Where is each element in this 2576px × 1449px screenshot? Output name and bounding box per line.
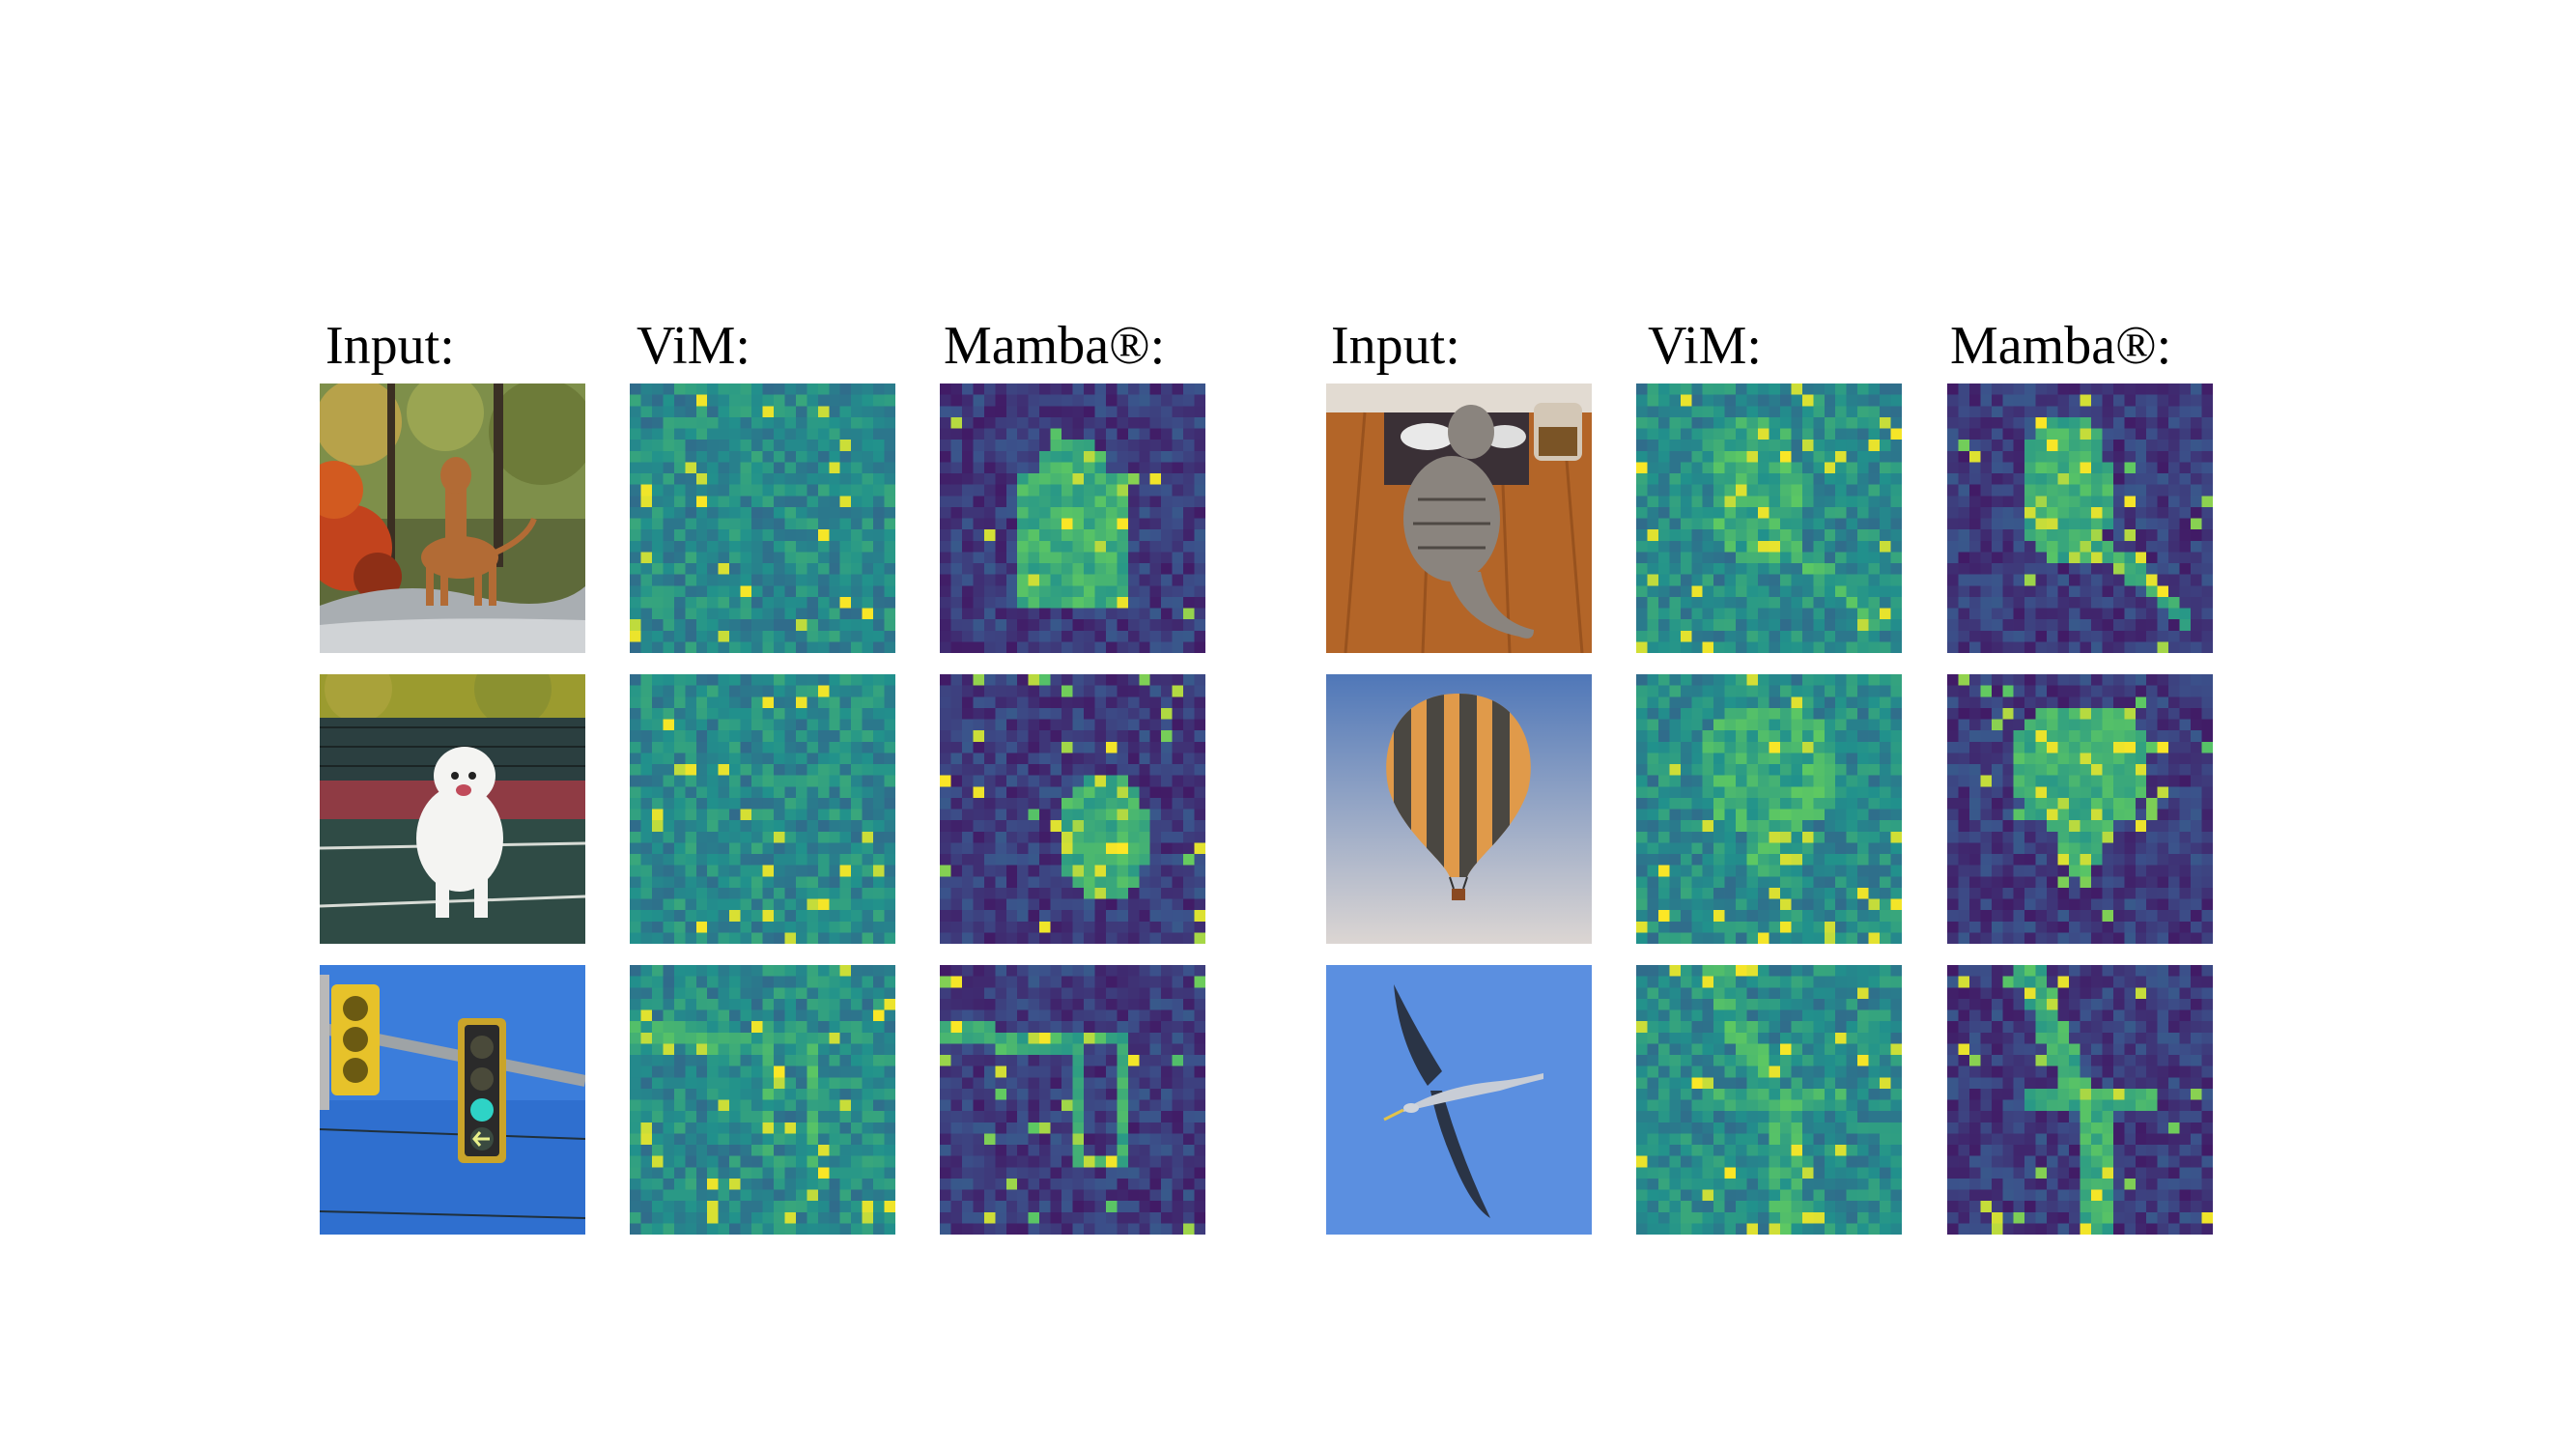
mamba-heatmap-hot-air-balloon bbox=[1947, 674, 2213, 944]
input-image-white-dog-tennis-court bbox=[320, 674, 585, 944]
input-image-hot-air-balloon bbox=[1326, 674, 1592, 944]
label-input-left: Input: bbox=[326, 316, 455, 376]
mamba-heatmap-cat-table bbox=[1947, 384, 2213, 653]
vim-heatmap-white-dog-tennis-court bbox=[630, 674, 895, 944]
label-vim-right: ViM: bbox=[1648, 316, 1762, 376]
mamba-heatmap-heron-flying bbox=[1947, 965, 2213, 1235]
input-image-dog-forest bbox=[320, 384, 585, 653]
input-image-cat-table bbox=[1326, 384, 1592, 653]
label-vim-left: ViM: bbox=[637, 316, 750, 376]
label-input-right: Input: bbox=[1331, 316, 1460, 376]
vim-heatmap-hot-air-balloon bbox=[1636, 674, 1902, 944]
label-mamba-right: Mamba®: bbox=[1950, 316, 2172, 376]
mamba-heatmap-white-dog-tennis-court bbox=[940, 674, 1205, 944]
vim-heatmap-cat-table bbox=[1636, 384, 1902, 653]
vim-heatmap-traffic-light bbox=[630, 965, 895, 1235]
input-image-heron-flying bbox=[1326, 965, 1592, 1235]
vim-heatmap-heron-flying bbox=[1636, 965, 1902, 1235]
label-mamba-left: Mamba®: bbox=[944, 316, 1166, 376]
vim-heatmap-dog-forest bbox=[630, 384, 895, 653]
mamba-heatmap-dog-forest bbox=[940, 384, 1205, 653]
input-image-traffic-light bbox=[320, 965, 585, 1235]
mamba-heatmap-traffic-light bbox=[940, 965, 1205, 1235]
